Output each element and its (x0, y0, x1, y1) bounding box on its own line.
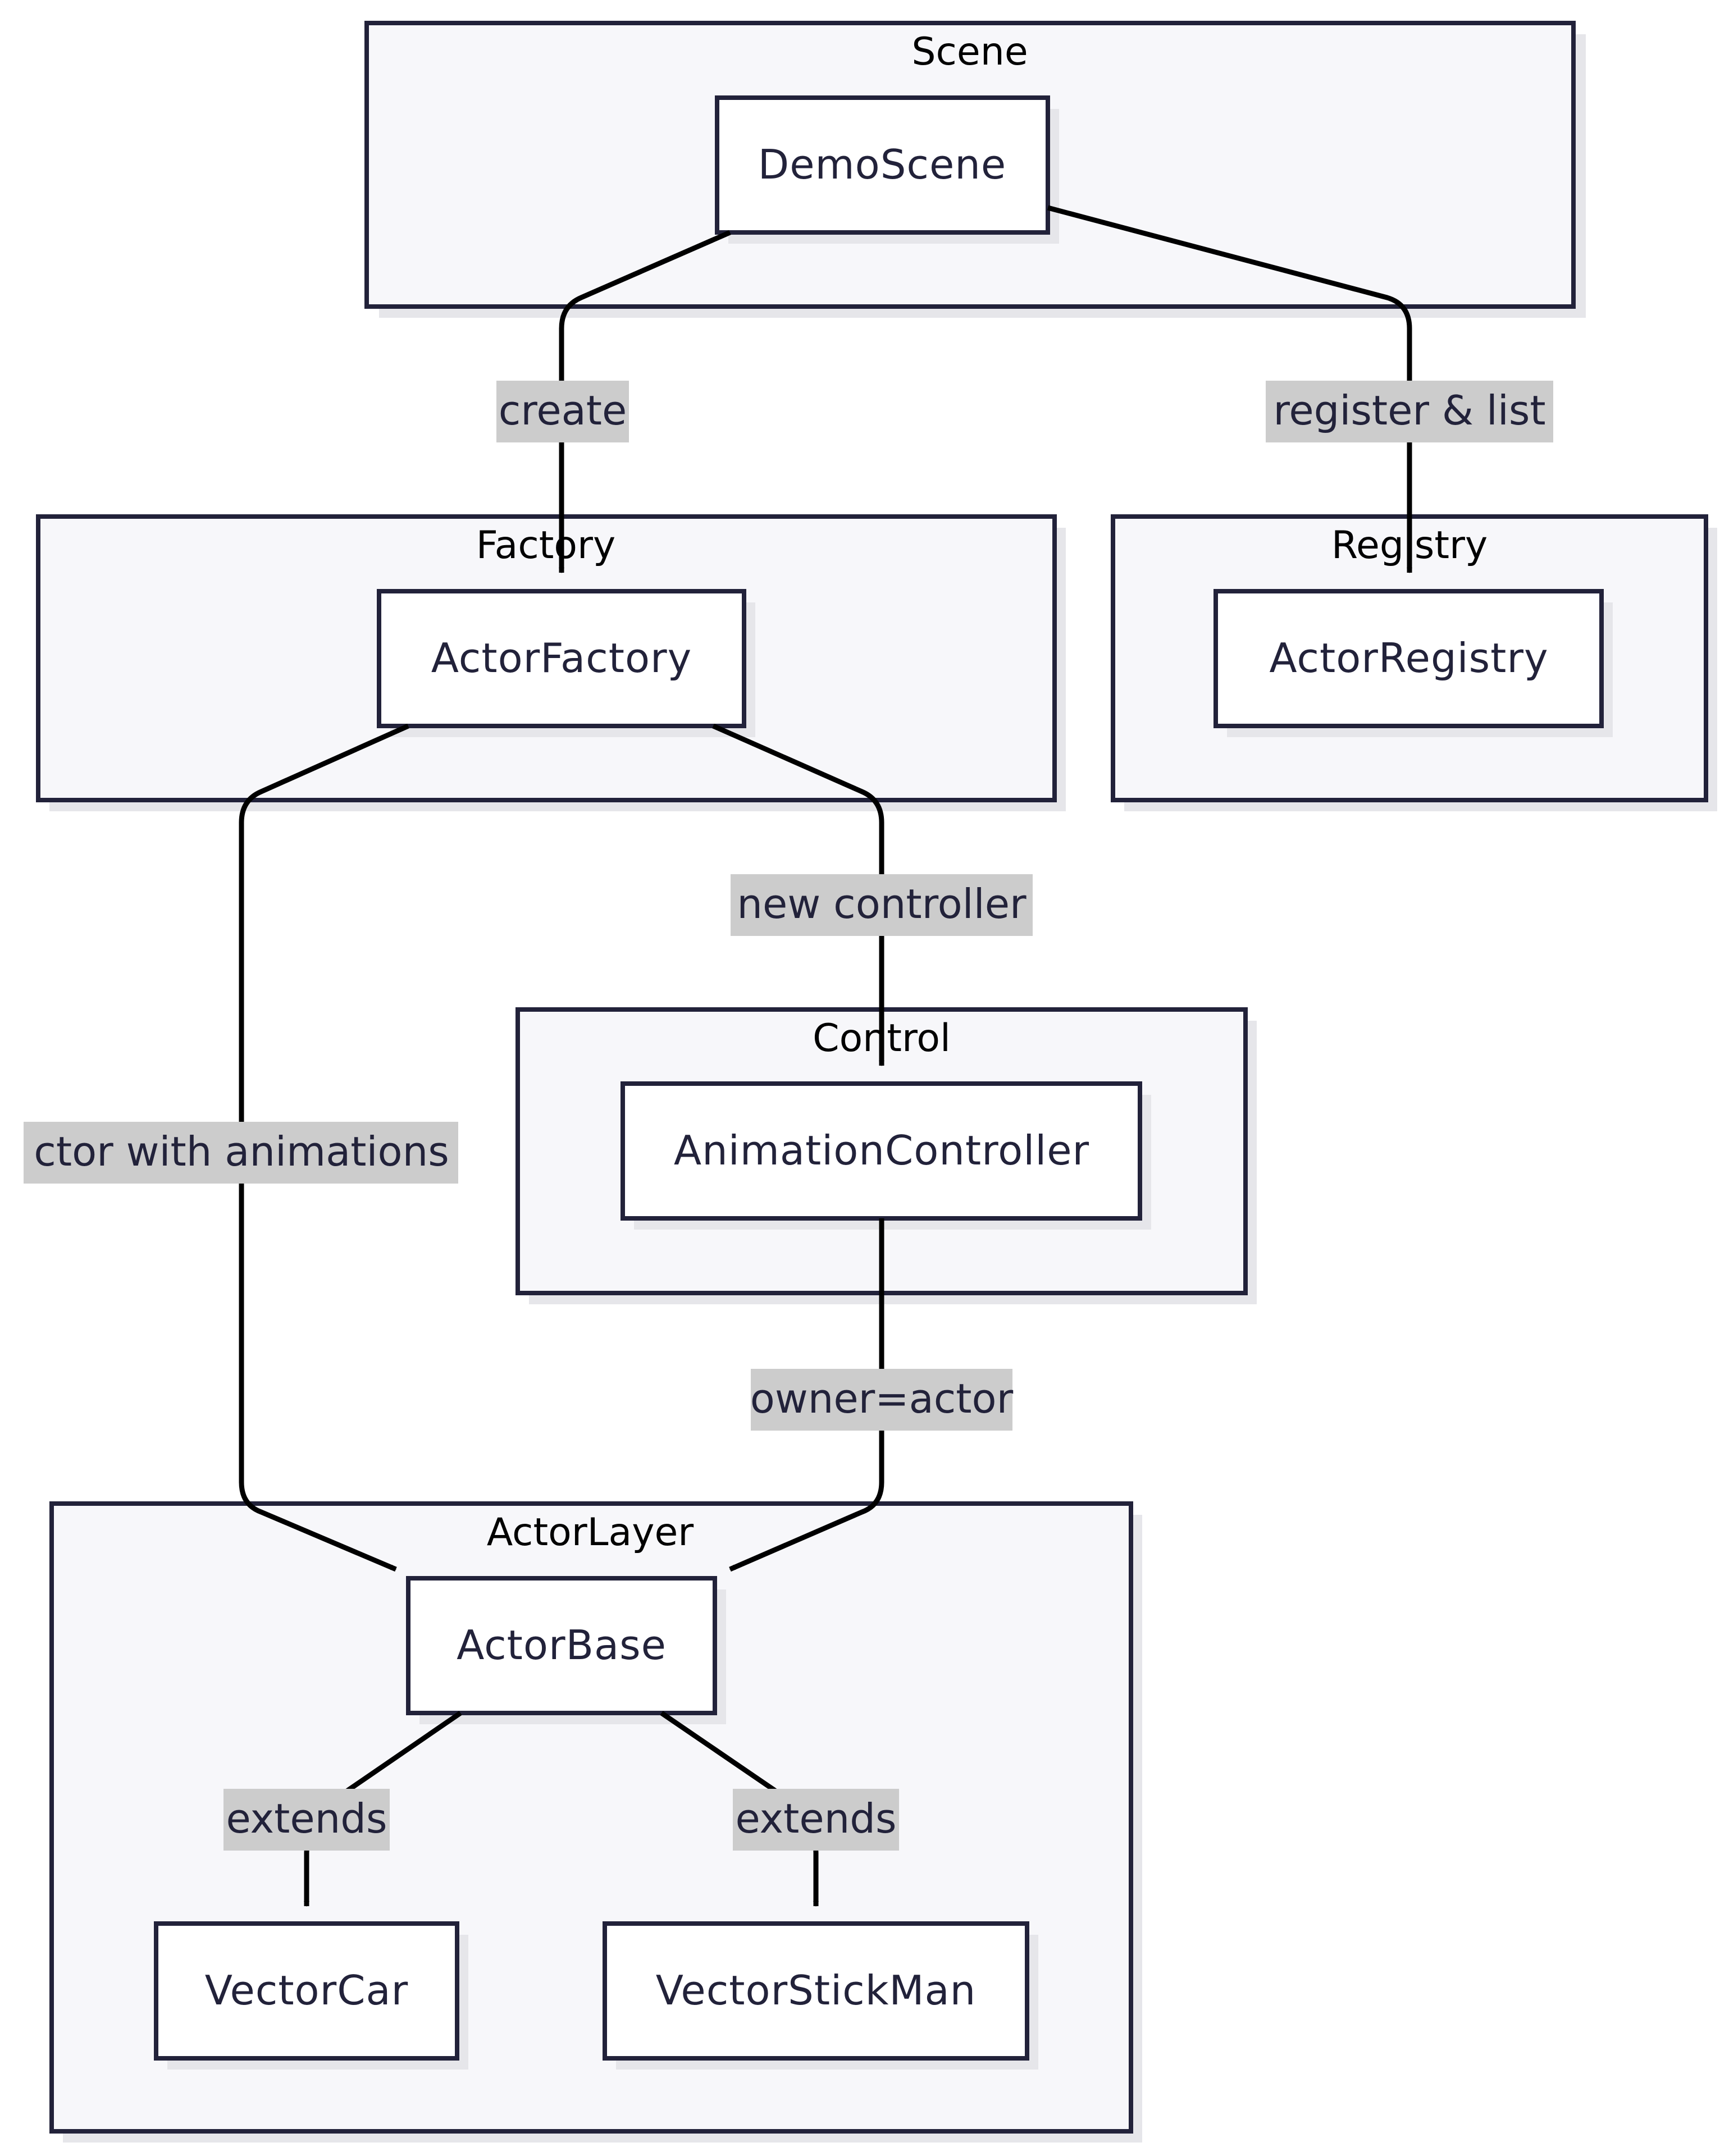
node-vectorstickman-box (603, 1921, 1029, 2061)
node-vectorstickman-label: VectorStickMan (656, 1967, 977, 2014)
edge-extendscar: extends (223, 1711, 462, 1907)
edge-newcontroller: new controller (712, 723, 1033, 1066)
node-actorfactory[interactable]: ActorFactory (377, 589, 755, 737)
node-demoscene-label: DemoScene (758, 141, 1006, 188)
edge-owner: owner=actor (729, 1218, 1014, 1572)
edge-label-bg (496, 381, 629, 442)
node-animationcontroller[interactable]: AnimationController (621, 1081, 1151, 1230)
edge-owner-line (729, 1218, 884, 1572)
node-actorfactory-label: ActorFactory (431, 634, 692, 682)
edge-newcontroller-line (712, 723, 884, 1066)
edge-owner-label: owner=actor (750, 1375, 1014, 1422)
cluster-scene-title: Scene (911, 30, 1028, 74)
node-vectorcar-box (154, 1921, 459, 2061)
edge-label-bg (731, 874, 1033, 936)
node-actorregistry-box (1214, 589, 1604, 728)
node-actorbase-label: ActorBase (457, 1621, 667, 1669)
edge-create-label: create (499, 387, 627, 434)
node-demoscene-box (715, 95, 1050, 235)
node-demoscene[interactable]: DemoScene (715, 95, 1059, 244)
edge-newcontroller-label: new controller (737, 880, 1027, 928)
node-actorfactory-box (377, 589, 746, 728)
edge-withanim-label: ctor with animations (34, 1128, 449, 1175)
edge-extendsstick-label: extends (735, 1795, 896, 1842)
edge-extendscar-label: extends (226, 1795, 387, 1842)
node-actorregistry[interactable]: ActorRegistry (1214, 589, 1613, 737)
edge-extendsstick: extends (660, 1711, 899, 1907)
cluster-actorlayer-title: ActorLayer (487, 1510, 694, 1555)
edge-label-bg (223, 1789, 390, 1851)
node-vectorcar-label: VectorCar (205, 1967, 408, 2014)
edge-label-bg (733, 1789, 899, 1851)
edge-create-line (559, 230, 731, 573)
edge-label-bg (751, 1369, 1012, 1431)
node-vectorcar[interactable]: VectorCar (154, 1921, 468, 2070)
edge-label-bg (1266, 381, 1553, 442)
edge-register: register & list (1047, 205, 1553, 573)
edge-withanim: ctor with animations (24, 723, 458, 1572)
edge-create: create (496, 230, 731, 573)
node-actorregistry-label: ActorRegistry (1269, 634, 1548, 682)
node-vectorstickman[interactable]: VectorStickMan (603, 1921, 1038, 2070)
node-actorbase[interactable]: ActorBase (406, 1576, 726, 1724)
cluster-factory-title: Factory (476, 523, 615, 568)
edge-register-line (1047, 205, 1412, 573)
node-animationcontroller-box (621, 1081, 1142, 1221)
edge-label-bg (24, 1122, 458, 1184)
node-actorbase-box (406, 1576, 717, 1715)
edge-register-label: register & list (1273, 387, 1545, 434)
node-animationcontroller-label: AnimationController (674, 1127, 1089, 1174)
